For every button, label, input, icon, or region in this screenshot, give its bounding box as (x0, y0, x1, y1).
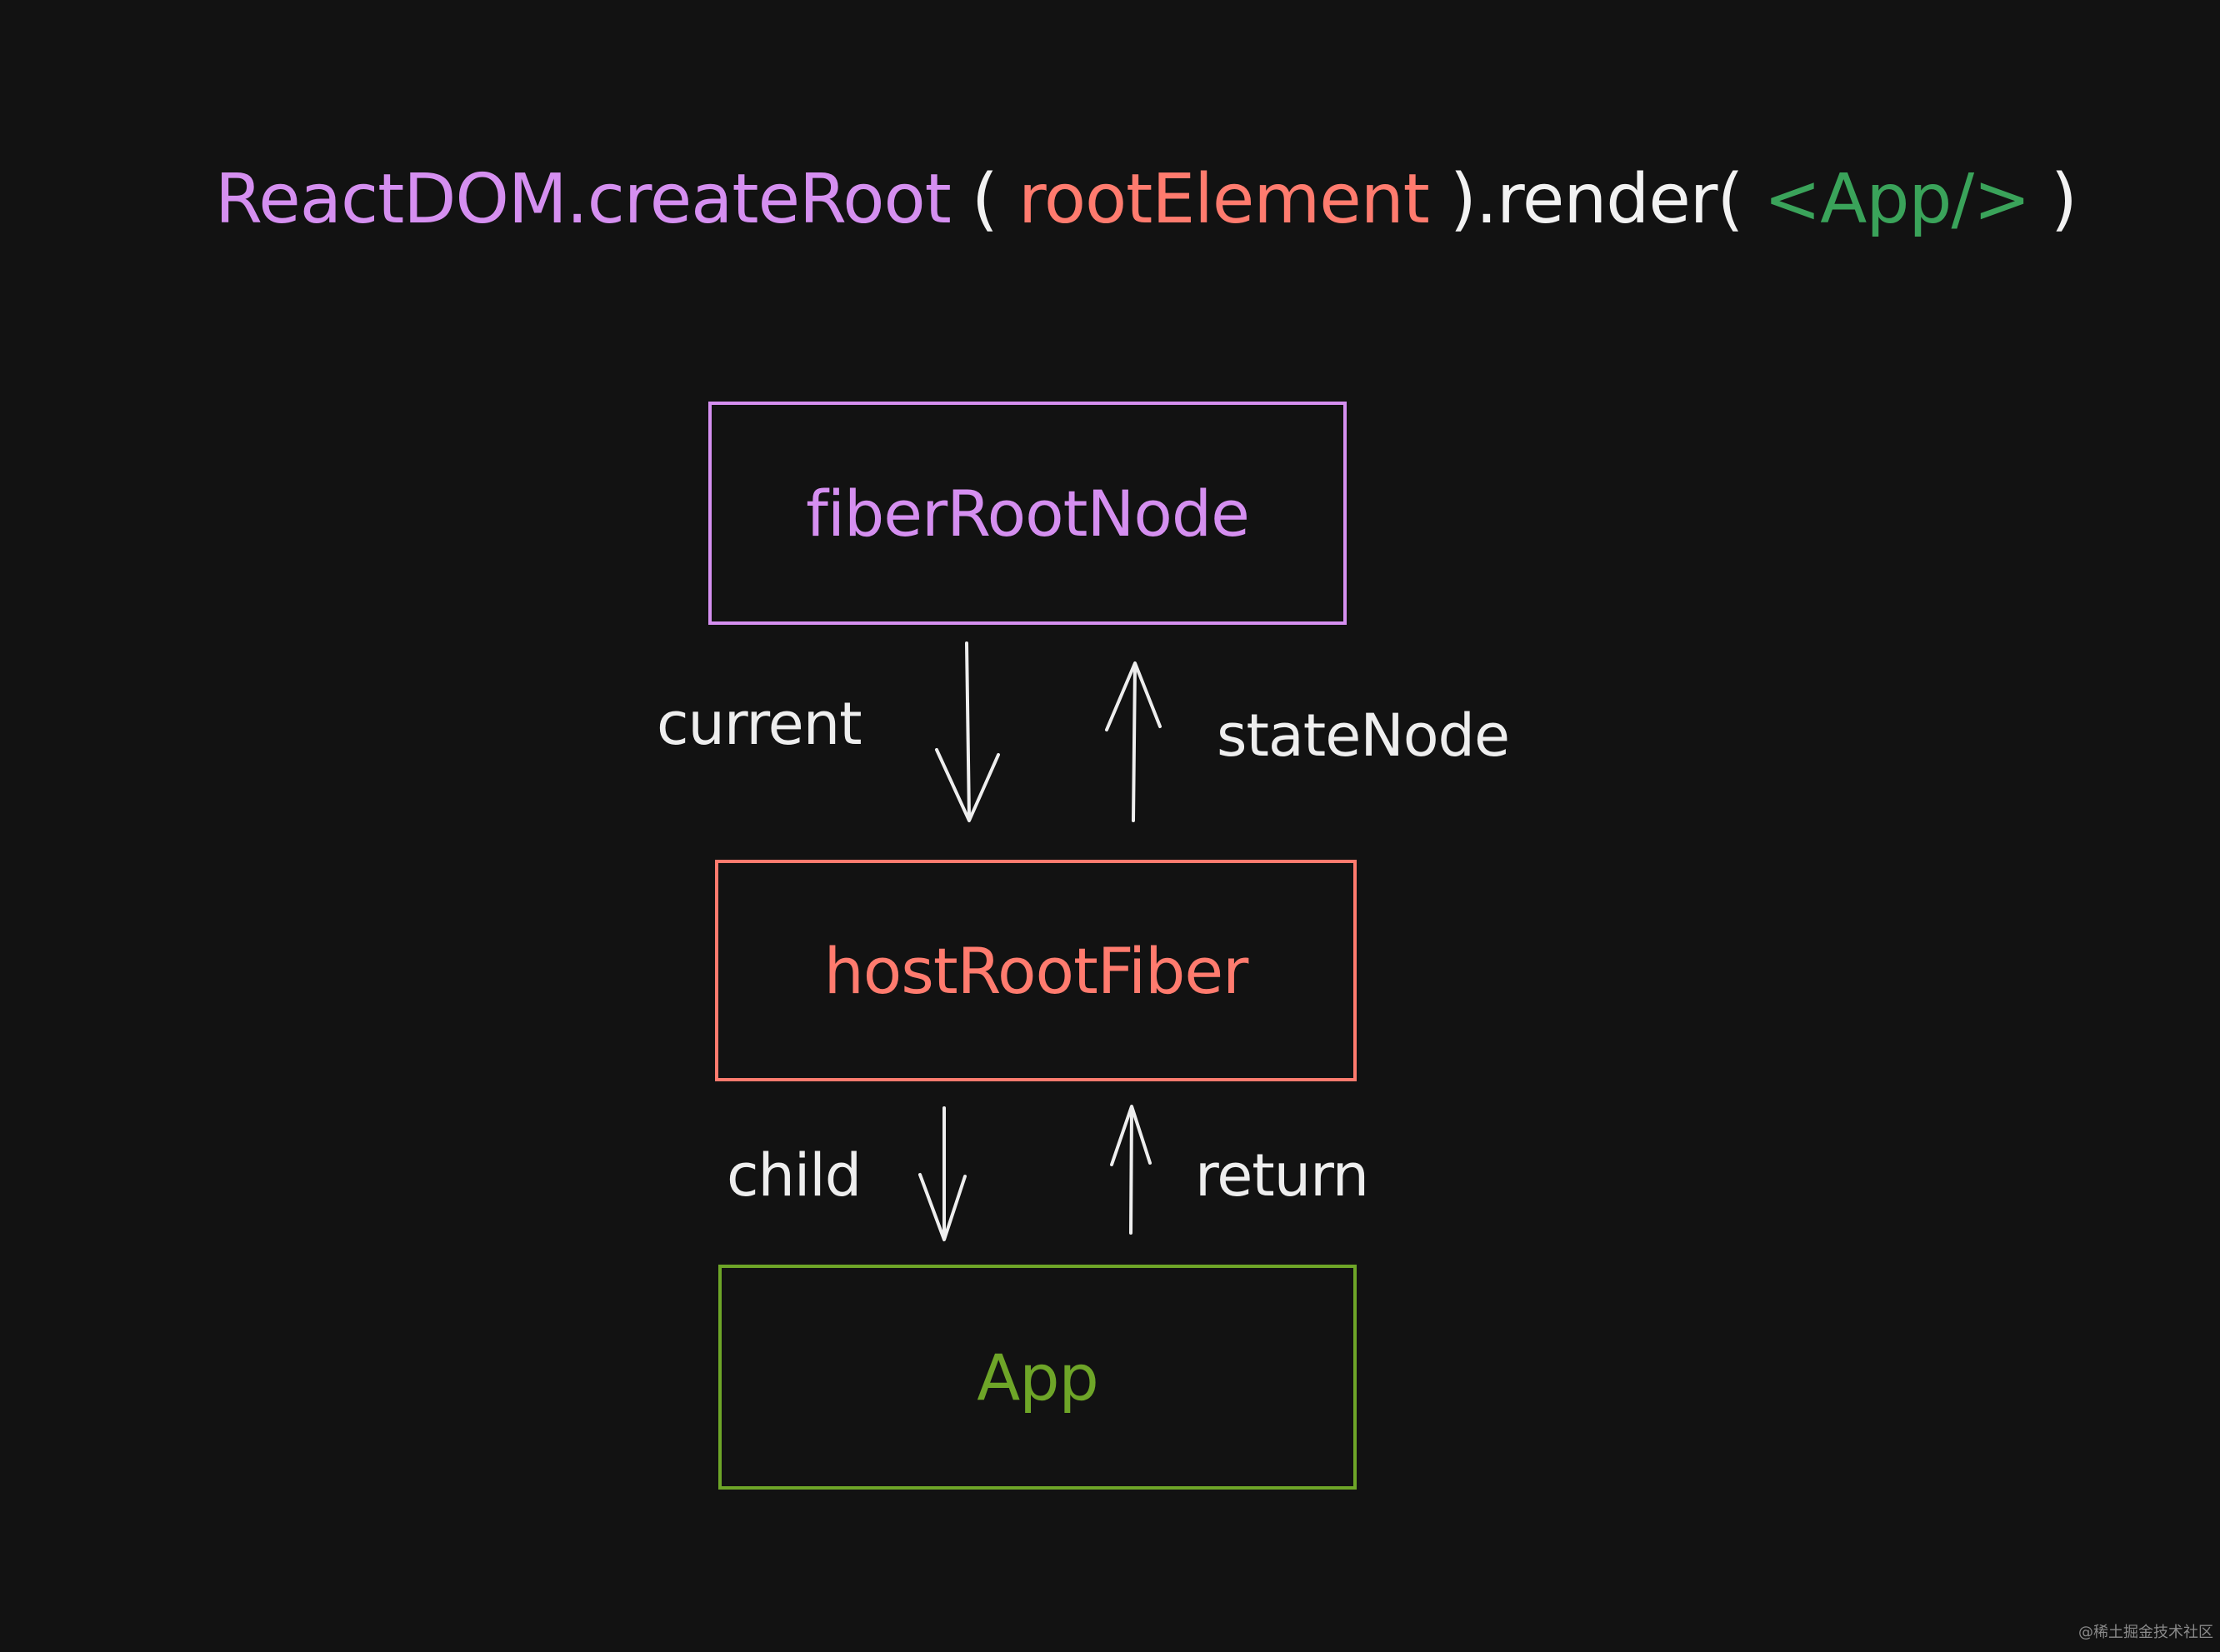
app-box: App (718, 1265, 1357, 1490)
code-create-root: ReactDOM.createRoot (215, 160, 952, 239)
edge-label-current: current (657, 690, 862, 758)
app-label: App (977, 1340, 1098, 1415)
edge-label-child: child (727, 1141, 862, 1210)
arrow-return-up (1110, 1105, 1152, 1235)
fiber-root-node-box: fiberRootNode (708, 402, 1347, 625)
code-render: ).render( (1428, 160, 1764, 239)
edge-label-state-node: stateNode (1217, 701, 1510, 770)
arrow-child-down (918, 1106, 967, 1241)
arrow-current-down (935, 641, 1000, 822)
arrow-state-node-up (1105, 661, 1162, 822)
code-line: ReactDOM.createRoot ( rootElement ).rend… (215, 146, 2078, 254)
watermark: @稀土掘金技术社区 (2078, 1624, 2213, 1641)
edge-label-return: return (1195, 1141, 1369, 1210)
host-root-fiber-label: hostRootFiber (823, 933, 1249, 1008)
code-root-element: rootElement (1018, 160, 1430, 239)
fiber-root-node-label: fiberRootNode (806, 476, 1250, 551)
code-paren-open: ( (950, 160, 1018, 239)
code-app-element: <App/> (1763, 160, 2031, 239)
code-paren-close: ) (2029, 160, 2078, 239)
host-root-fiber-box: hostRootFiber (715, 860, 1357, 1081)
